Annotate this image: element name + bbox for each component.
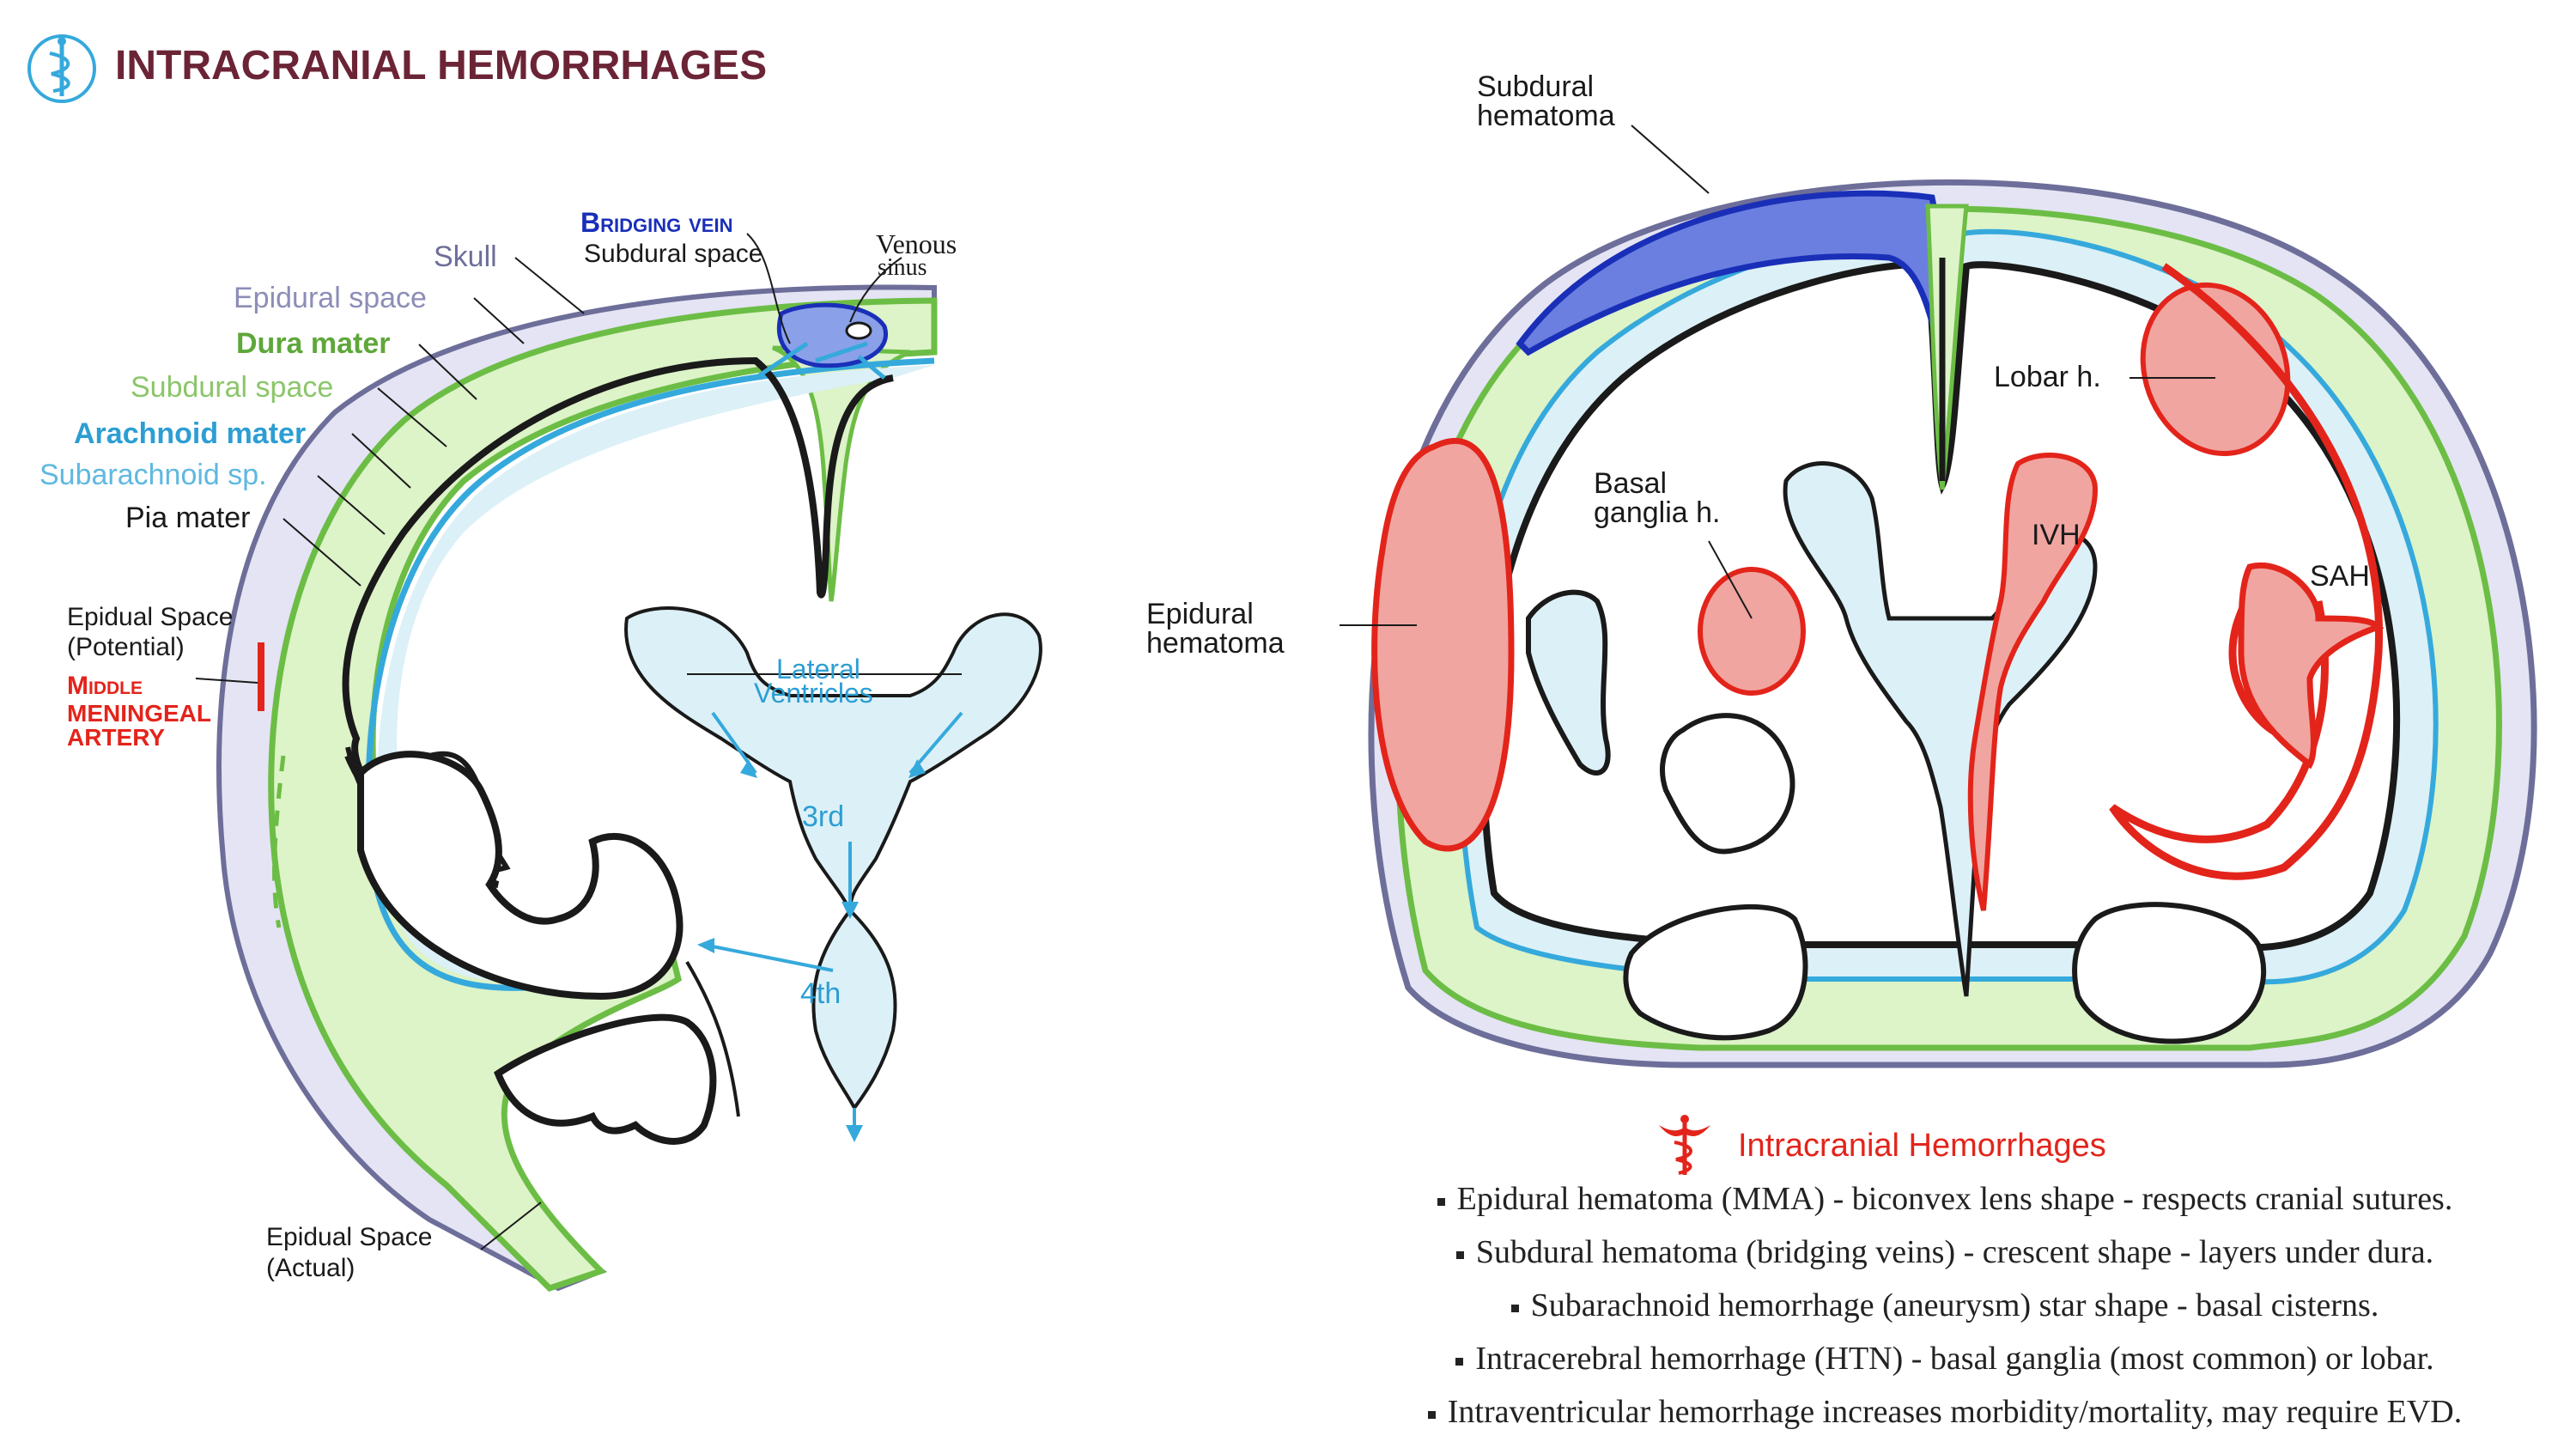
legend-bullet: Intracerebral hemorrhage (HTN) - basal g… [1340, 1332, 2550, 1385]
csf-flow-arrows [703, 711, 963, 1134]
page-title: INTRACRANIAL HEMORRHAGES [115, 43, 767, 88]
ivh-hemorrhage [1967, 453, 2099, 911]
label-lobar-hemorrhage: Lobar h. [1994, 361, 2101, 393]
left-meninges-diagram: Skull Epidural space Dura mater Subdural… [39, 207, 1042, 1293]
label-lateral-ventricles-2: Ventricles [754, 678, 873, 709]
label-mma-3: artery [67, 724, 165, 751]
legend-bullets: Epidural hematoma (MMA) - biconvex lens … [1340, 1172, 2550, 1439]
label-mma-1: Middle [67, 672, 143, 700]
mma-marker [258, 642, 264, 711]
legend-bullet: Intraventricular hemorrhage increases mo… [1340, 1385, 2550, 1439]
label-pia-mater: Pia mater [125, 502, 251, 534]
temporal-lobe-right [1660, 713, 1795, 855]
right-hemorrhage-diagram: Subdural hematoma Lobar h. Basal ganglia… [1146, 70, 2537, 1068]
label-epidural-actual-1: Epidual Space [266, 1223, 432, 1251]
label-arachnoid-mater: Arachnoid mater [74, 417, 306, 450]
legend-bullet-text: Epidural hematoma (MMA) - biconvex lens … [1456, 1181, 2453, 1217]
venous-sinus [754, 302, 888, 380]
label-fourth-ventricle: 4th [800, 977, 841, 1010]
label-epidural-space: Epidural space [234, 282, 427, 314]
label-ivh: IVH [2032, 519, 2081, 551]
cerebellum-right [1623, 903, 1808, 1041]
label-epidural-hematoma-1: Epidural [1146, 598, 1254, 630]
label-subdural-hematoma-2: hematoma [1477, 100, 1615, 132]
label-basal-ganglia-1: Basal [1594, 467, 1667, 500]
legend-bullet-text: Subdural hematoma (bridging veins) - cre… [1475, 1234, 2434, 1270]
right-leader-lines [1340, 125, 2215, 626]
mma-dashed-line [272, 755, 286, 928]
label-subdural-hematoma-1: Subdural [1477, 70, 1594, 103]
label-third-ventricle: 3rd [802, 800, 844, 833]
legend-bullet-text: Subarachnoid hemorrhage (aneurysm) star … [1530, 1287, 2379, 1323]
label-venous-sinus-1: Venous [876, 228, 957, 259]
bullet-icon [1455, 1357, 1464, 1366]
label-subdural-space: Subdural space [131, 371, 333, 404]
left-leader-lines [195, 233, 902, 1250]
label-lateral-ventricles-1: Lateral [776, 654, 860, 684]
label-sah: SAH [2310, 560, 2370, 593]
lobar-hemorrhage [2140, 282, 2291, 457]
legend-bullet: Subarachnoid hemorrhage (aneurysm) star … [1340, 1279, 2550, 1332]
label-mma-2: meningeal [67, 700, 211, 727]
bullet-icon [1427, 1410, 1436, 1419]
legend-bullet-text: Intraventricular hemorrhage increases mo… [1447, 1394, 2463, 1430]
legend-bullet: Epidural hematoma (MMA) - biconvex lens … [1340, 1172, 2550, 1226]
label-basal-ganglia-2: ganglia h. [1594, 496, 1720, 529]
legend-bullet-text: Intracerebral hemorrhage (HTN) - basal g… [1475, 1341, 2434, 1377]
label-subarachnoid-space: Subarachnoid sp. [39, 459, 267, 491]
logo-icon [27, 34, 96, 103]
label-dura-mater: Dura mater [236, 327, 391, 360]
label-epidural-hematoma-2: hematoma [1146, 627, 1285, 660]
label-bridging-vein: Bridging vein [580, 207, 732, 238]
left-lateral-fissure [1526, 589, 1611, 776]
falx-right [1925, 204, 1969, 490]
cerebellum [494, 1013, 717, 1145]
label-epidural-actual-2: (Actual) [266, 1254, 355, 1282]
cerebellum-right-2 [2072, 902, 2267, 1044]
falx-cerebri [772, 345, 911, 602]
sah-star [2238, 563, 2385, 770]
legend-heading: Intracranial Hemorrhages [1738, 1128, 2106, 1164]
caduceus-icon [1659, 1115, 1710, 1175]
arachnoid-layer [365, 357, 935, 991]
brainstem-outline [685, 960, 740, 1117]
basal-ganglia-hemorrhage [1698, 567, 1806, 696]
label-epidural-potential-1: Epidual Space [67, 603, 233, 631]
label-epidural-potential-2: (Potential) [67, 633, 185, 661]
legend-bullet: Subdural hematoma (bridging veins) - cre… [1340, 1226, 2550, 1279]
bullet-icon [1437, 1197, 1445, 1206]
label-venous-sinus-2: sinus [878, 254, 927, 281]
label-skull: Skull [434, 240, 497, 273]
temporal-lobe [357, 751, 683, 1001]
label-bridging-subdural: Subdural space [584, 240, 762, 268]
lateral-ventricles [624, 606, 1042, 1111]
epidural-hematoma [1371, 437, 1515, 852]
bullet-icon [1455, 1250, 1464, 1259]
bullet-icon [1510, 1304, 1519, 1312]
